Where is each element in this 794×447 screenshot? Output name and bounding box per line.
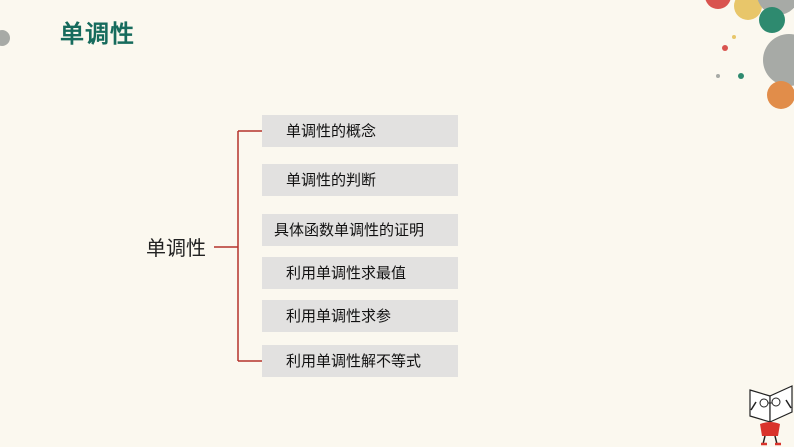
branch-item-proof: 具体函数单调性的证明	[262, 214, 458, 246]
page-title: 单调性	[60, 20, 135, 48]
decorative-bubble-left	[0, 30, 10, 46]
reading-mascot-icon	[749, 385, 793, 446]
branch-item-inequality: 利用单调性解不等式	[262, 345, 458, 377]
branch-item-judgment: 单调性的判断	[262, 164, 458, 196]
root-node-label: 单调性	[146, 236, 206, 260]
branch-item-concept: 单调性的概念	[262, 115, 458, 147]
branch-item-extremum: 利用单调性求最值	[262, 257, 458, 289]
branch-item-parameter: 利用单调性求参	[262, 300, 458, 332]
